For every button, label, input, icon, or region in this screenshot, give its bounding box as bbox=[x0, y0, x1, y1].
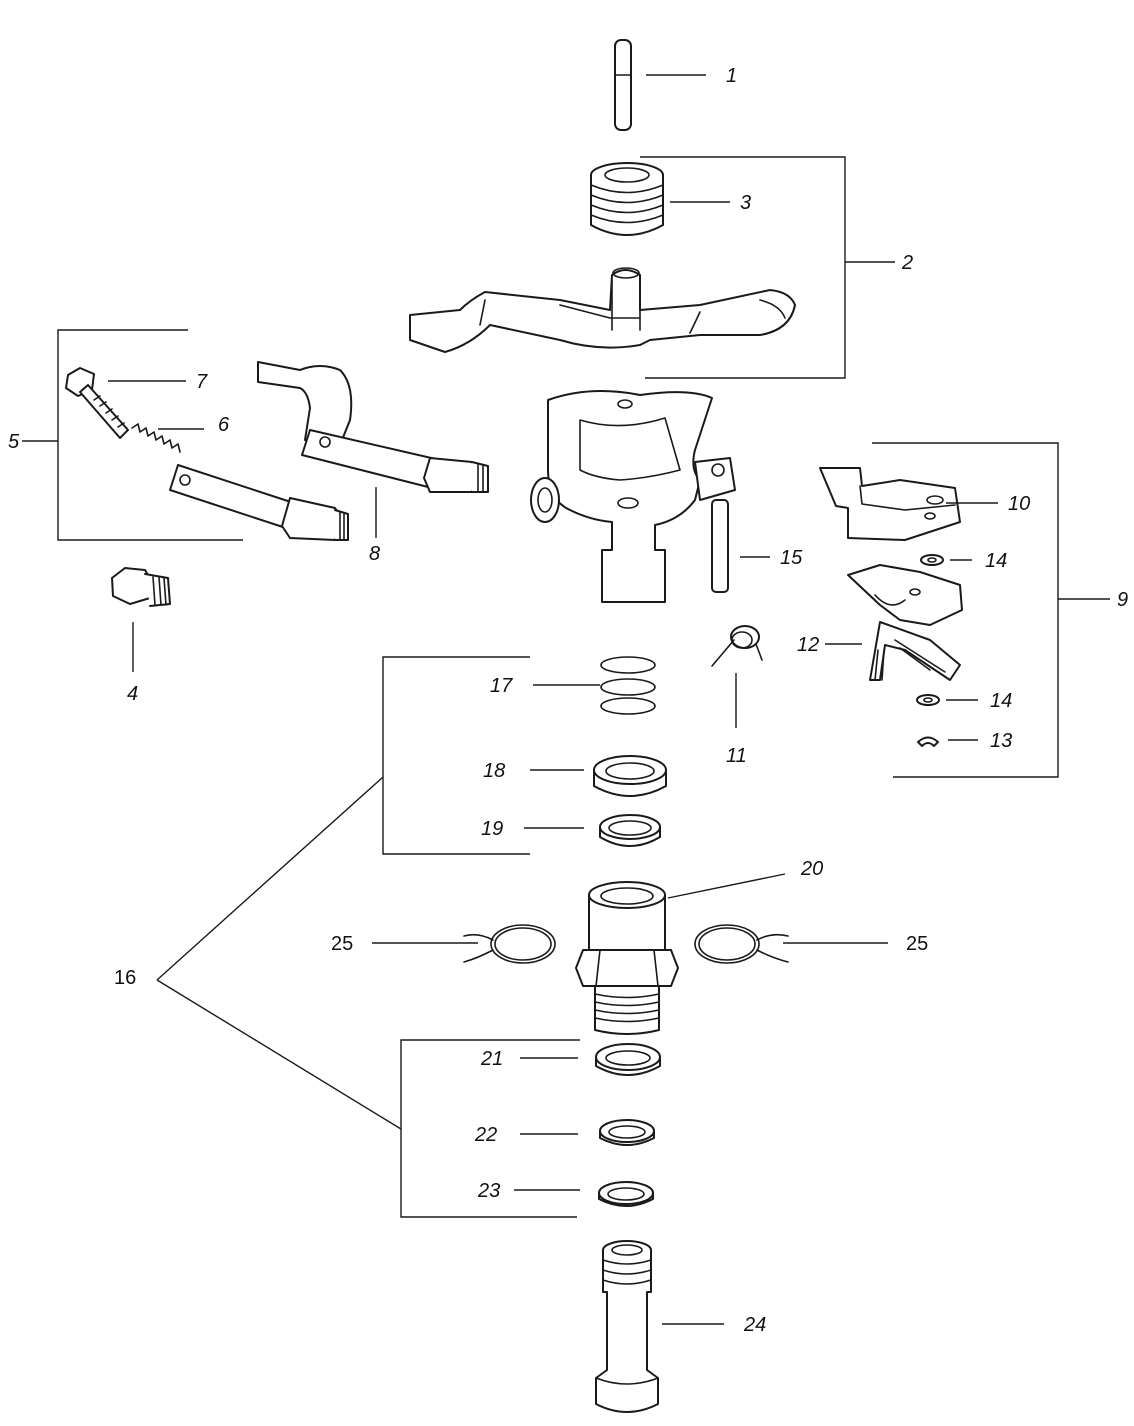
callout-4: 4 bbox=[127, 683, 138, 705]
part-8-arm-lever bbox=[257, 361, 489, 493]
part-20-union-body bbox=[575, 881, 679, 1035]
callout-16: 16 bbox=[114, 967, 136, 989]
callout-24: 24 bbox=[743, 1314, 766, 1336]
part-23-washer bbox=[598, 1181, 654, 1207]
callout-9: 9 bbox=[1117, 589, 1128, 611]
callout-7: 7 bbox=[196, 371, 208, 393]
part-14-washer-lower bbox=[916, 694, 940, 706]
part-5-arm bbox=[169, 464, 349, 541]
part-19-washer bbox=[599, 814, 661, 847]
bracket-2 bbox=[640, 156, 846, 379]
part-25-retaining-ring-left bbox=[463, 924, 556, 964]
callout-20: 20 bbox=[800, 858, 823, 880]
part-15-pin bbox=[711, 499, 729, 593]
part-22-washer bbox=[599, 1119, 655, 1146]
part-1-pin bbox=[614, 39, 632, 131]
callout-3: 3 bbox=[740, 192, 751, 214]
callout-11: 11 bbox=[726, 745, 747, 767]
callout-1: 1 bbox=[726, 65, 737, 87]
part-13-clip bbox=[917, 736, 939, 747]
callout-18: 18 bbox=[483, 760, 505, 782]
part-25-retaining-ring-right bbox=[694, 924, 789, 964]
part-body bbox=[530, 390, 736, 603]
part-6-spring bbox=[131, 423, 181, 453]
callout-17: 17 bbox=[490, 675, 513, 697]
bracket-9 bbox=[872, 442, 1059, 778]
callout-25-left: 25 bbox=[331, 933, 353, 955]
part-7-bolt bbox=[65, 367, 129, 439]
part-24-tailpiece bbox=[595, 1240, 659, 1413]
callout-6: 6 bbox=[218, 414, 230, 436]
callout-14-lower: 14 bbox=[990, 690, 1012, 712]
callout-8: 8 bbox=[369, 543, 380, 565]
part-4-fitting bbox=[111, 567, 171, 607]
callout-22: 22 bbox=[474, 1124, 497, 1146]
part-10-latch-plate bbox=[819, 467, 961, 541]
bracket-16-upper bbox=[382, 656, 530, 855]
callout-13: 13 bbox=[990, 730, 1012, 752]
part-14-washer-upper bbox=[920, 554, 944, 566]
part-3-threaded-nut bbox=[590, 162, 664, 236]
part-11-torsion-spring bbox=[711, 625, 763, 667]
callout-12: 12 bbox=[797, 634, 819, 656]
callout-14-upper: 14 bbox=[985, 550, 1007, 572]
callout-2: 2 bbox=[901, 252, 913, 274]
bracket-5 bbox=[57, 329, 243, 541]
part-18-washer bbox=[593, 755, 667, 797]
part-21-washer bbox=[595, 1043, 661, 1076]
callout-10: 10 bbox=[1008, 493, 1030, 515]
part-2-handle bbox=[409, 267, 796, 353]
callout-5: 5 bbox=[8, 431, 20, 453]
leader-20 bbox=[667, 873, 786, 899]
callout-15: 15 bbox=[780, 547, 803, 569]
part-17-spring bbox=[600, 656, 656, 715]
callout-25-right: 25 bbox=[906, 933, 928, 955]
callout-19: 19 bbox=[481, 818, 503, 840]
part-12-latch-arm bbox=[847, 564, 963, 681]
callout-21: 21 bbox=[480, 1048, 503, 1070]
callout-23: 23 bbox=[477, 1180, 500, 1202]
